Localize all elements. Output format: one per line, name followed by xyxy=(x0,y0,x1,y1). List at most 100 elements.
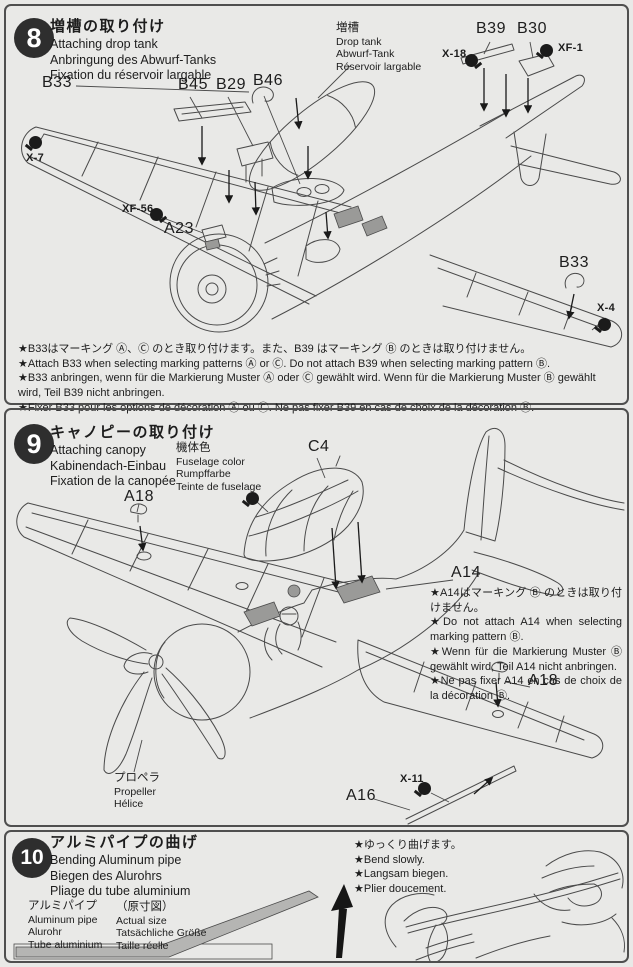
step10-title-fr: Pliage du tube aluminium xyxy=(50,883,191,898)
step8-section: 8 増槽の取り付け Attaching drop tank Anbringung… xyxy=(4,4,629,414)
paint-dot-xf56 xyxy=(150,208,163,221)
part-label-b39: B39 xyxy=(476,20,506,37)
step10-note-fr: ★Plier doucement. xyxy=(354,883,447,896)
step9-note-ja: ★A14はマーキング Ⓑ のときは取り付けません。 xyxy=(430,587,622,614)
propeller-callout: プロペラ Propeller Hélice xyxy=(114,772,160,811)
paint-label-x7: X-7 xyxy=(26,152,45,164)
drop-tank-callout-de: Abwurf-Tank xyxy=(336,48,395,61)
aluminum-pipe-fr: Tube aluminium xyxy=(28,938,103,951)
part-label-b33-right: B33 xyxy=(559,254,589,271)
assembly-arrows xyxy=(137,521,502,795)
step9-title-fr: Fixation de la canopée xyxy=(50,473,176,488)
part-label-a23: A23 xyxy=(164,220,194,237)
paint-dot-xf1 xyxy=(540,44,553,57)
step8-number-badge: 8 xyxy=(14,18,54,58)
part-label-b45: B45 xyxy=(178,76,208,93)
part-a23-drawing xyxy=(201,224,227,243)
hands-bending-pipe-drawing xyxy=(384,850,625,961)
paint-dot-x4 xyxy=(598,318,611,331)
actual-size-callout: （原寸図） Actual size Tatsächliche Größe Tai… xyxy=(116,901,206,953)
step8-note-en: ★Attach B33 when selecting marking patte… xyxy=(18,357,551,370)
step10-notes: ★ゆっくり曲げます。 ★Bend slowly. ★Langsam biegen… xyxy=(354,838,462,897)
step10-note-en: ★Bend slowly. xyxy=(354,853,425,866)
step8-title-ja: 増槽の取り付け xyxy=(50,18,166,35)
shaded-parts xyxy=(243,575,381,627)
pipe-actual-size-drawing xyxy=(13,890,319,960)
leader-lines xyxy=(133,457,531,811)
step8-title-de: Anbringung des Abwurf-Tanks xyxy=(50,52,217,67)
step10-title: アルミパイプの曲げ Bending Aluminum pipe Biegen d… xyxy=(50,834,198,899)
step8-diagram xyxy=(21,41,623,348)
paint-label-xf1: XF-1 xyxy=(558,42,584,54)
step9-title: キャノピーの取り付け Attaching canopy Kabinendach-… xyxy=(50,424,215,489)
part-a16-drawing xyxy=(405,765,517,825)
step9-section: 9 キャノピーの取り付け Attaching canopy Kabinendac… xyxy=(4,408,629,827)
step9-notes: ★A14はマーキング Ⓑ のときは取り付けません。 ★Do not attach… xyxy=(430,586,622,704)
paint-label-xf56: XF-56 xyxy=(122,203,154,215)
shaded-parts xyxy=(204,205,388,251)
aluminum-pipe-de: Alurohr xyxy=(28,926,62,939)
step10-note-ja: ★ゆっくり曲げます。 xyxy=(354,839,462,851)
part-label-a16: A16 xyxy=(346,787,376,804)
step8-title-en: Attaching drop tank xyxy=(50,37,158,52)
step10-title-ja: アルミパイプの曲げ xyxy=(50,834,199,851)
actual-size-en: Actual size xyxy=(116,914,167,927)
fuselage-color-callout: 機体色 Fuselage color Rumpffarbe Teinte de … xyxy=(176,442,261,494)
step10-title-en: Bending Aluminum pipe xyxy=(50,853,182,868)
step9-title-en: Attaching canopy xyxy=(50,443,146,458)
part-a18-right-drawing xyxy=(491,661,509,681)
part-b30-drawing xyxy=(518,53,555,77)
aircraft-side-drawing xyxy=(16,428,625,825)
part-b33-right-drawing xyxy=(564,272,585,289)
step9-number-badge: 9 xyxy=(14,424,54,464)
step8-note-fr: ★Fixer B33 pour les options de décoratio… xyxy=(18,401,535,414)
aircraft-underside-drawing xyxy=(21,43,623,348)
step9-note-en: ★Do not attach A14 when selecting markin… xyxy=(430,616,622,644)
drop-tank-callout: 増槽 Drop tank Abwurf-Tank Réservoir larga… xyxy=(336,22,421,74)
step10-section: 10 アルミパイプの曲げ Bending Aluminum pipe Biege… xyxy=(4,830,629,963)
drop-tank-callout-ja: 増槽 xyxy=(336,22,359,34)
step8-notes: ★B33はマーキング Ⓐ、Ⓒ のとき取り付けます。また、B39 はマーキング Ⓑ… xyxy=(18,342,620,416)
paint-dot-fuselage-color xyxy=(246,492,259,505)
part-label-b46: B46 xyxy=(253,72,283,89)
part-label-a18-right: A18 xyxy=(528,672,558,689)
part-b46-drawing xyxy=(271,178,345,206)
propeller-en: Propeller xyxy=(114,785,157,798)
part-c4-drawing xyxy=(243,455,364,562)
step10-title-de: Biegen des Alurohrs xyxy=(50,868,162,883)
step8-title: 増槽の取り付け Attaching drop tank Anbringung d… xyxy=(50,18,216,83)
fuselage-color-de: Rumpffarbe xyxy=(176,468,231,481)
part-label-a14: A14 xyxy=(451,564,481,581)
actual-size-de: Tatsächliche Größe xyxy=(116,927,207,940)
actual-size-ja: （原寸図） xyxy=(116,901,174,913)
part-label-b30: B30 xyxy=(517,20,547,37)
drop-tank-drawing xyxy=(248,81,376,191)
aluminum-pipe-ja: アルミパイプ xyxy=(28,900,97,912)
propeller-ja: プロペラ xyxy=(114,772,160,784)
paint-label-x18: X-18 xyxy=(442,48,467,60)
step10-diagram xyxy=(13,850,625,961)
step9-title-ja: キャノピーの取り付け xyxy=(50,424,216,441)
pilot-figure-drawing xyxy=(264,606,302,661)
drop-tank-callout-fr: Réservoir largable xyxy=(336,60,422,73)
aluminum-pipe-en: Aluminum pipe xyxy=(28,913,98,926)
step9-note-fr: ★Ne pas fixer A14 en cas de choix de la … xyxy=(430,675,622,703)
part-b45-drawing xyxy=(173,101,252,122)
paint-dot-x11 xyxy=(418,782,431,795)
step8-title-fr: Fixation du réservoir largable xyxy=(50,67,212,82)
actual-size-fr: Taille réelle xyxy=(116,939,169,952)
bend-direction-arrow xyxy=(331,884,353,958)
aluminum-pipe-callout: アルミパイプ Aluminum pipe Alurohr Tube alumin… xyxy=(28,900,102,952)
step8-note-de: ★B33 anbringen, wenn für die Markierung … xyxy=(18,372,596,400)
part-b33-left-drawing xyxy=(251,86,274,104)
paint-label-x11: X-11 xyxy=(400,773,424,785)
propeller-fr: Hélice xyxy=(114,798,144,811)
step9-note-de: ★Wenn für die Markierung Muster Ⓑ gewähl… xyxy=(430,645,622,673)
fuselage-color-fr: Teinte de fuselage xyxy=(176,480,262,493)
part-label-b33-left: B33 xyxy=(42,74,72,91)
step9-title-de: Kabinendach-Einbau xyxy=(50,458,167,473)
step9-diagram xyxy=(16,428,625,825)
part-a18-left-drawing xyxy=(130,503,148,523)
paint-label-x4: X-4 xyxy=(597,302,616,314)
part-label-b29: B29 xyxy=(216,76,246,93)
